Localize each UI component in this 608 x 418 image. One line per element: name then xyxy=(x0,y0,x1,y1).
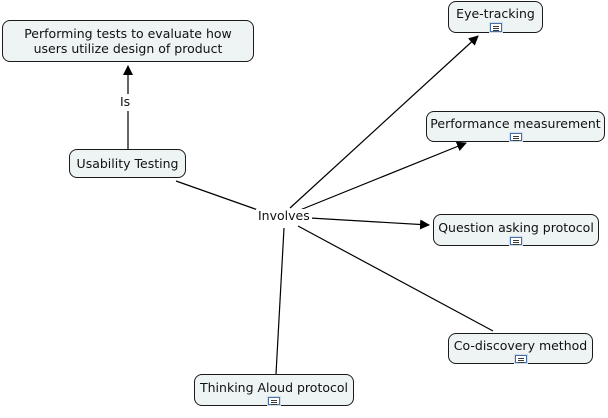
document-icon[interactable] xyxy=(514,355,527,364)
linking-phrase-is: Is xyxy=(118,94,133,109)
link-involves-to-question xyxy=(309,217,430,230)
concept-co-discovery-method[interactable]: Co-discovery method xyxy=(448,333,593,364)
concept-label: Performing tests to evaluate how users u… xyxy=(24,26,232,56)
concept-thinking-aloud-protocol[interactable]: Thinking Aloud protocol xyxy=(194,374,354,406)
document-icon[interactable] xyxy=(510,237,522,246)
document-icon[interactable] xyxy=(489,23,502,32)
concept-label: Question asking protocol xyxy=(438,220,594,235)
concept-performance-measurement[interactable]: Performance measurement xyxy=(426,111,605,142)
link-involves-to-eye-tracking xyxy=(289,35,479,209)
concept-eye-tracking[interactable]: Eye-tracking xyxy=(448,1,543,33)
concept-label: Usability Testing xyxy=(76,156,179,171)
document-icon[interactable] xyxy=(268,397,280,406)
concept-question-asking-protocol[interactable]: Question asking protocol xyxy=(433,214,599,246)
link-involves-to-thinking xyxy=(275,227,285,375)
linking-phrase-involves: Involves xyxy=(256,208,312,223)
concept-label: Co-discovery method xyxy=(453,338,588,353)
concept-label: Performance measurement xyxy=(430,116,601,131)
concept-usability-testing[interactable]: Usability Testing xyxy=(69,149,186,178)
concept-label: Thinking Aloud protocol xyxy=(200,380,348,395)
concept-performing-tests[interactable]: Performing tests to evaluate how users u… xyxy=(2,20,254,62)
document-icon[interactable] xyxy=(509,133,522,142)
link-usability-to-involves xyxy=(175,180,259,211)
link-involves-to-performance xyxy=(299,141,467,211)
concept-label: Eye-tracking xyxy=(456,6,535,21)
link-involves-to-codiscovery xyxy=(297,225,494,332)
